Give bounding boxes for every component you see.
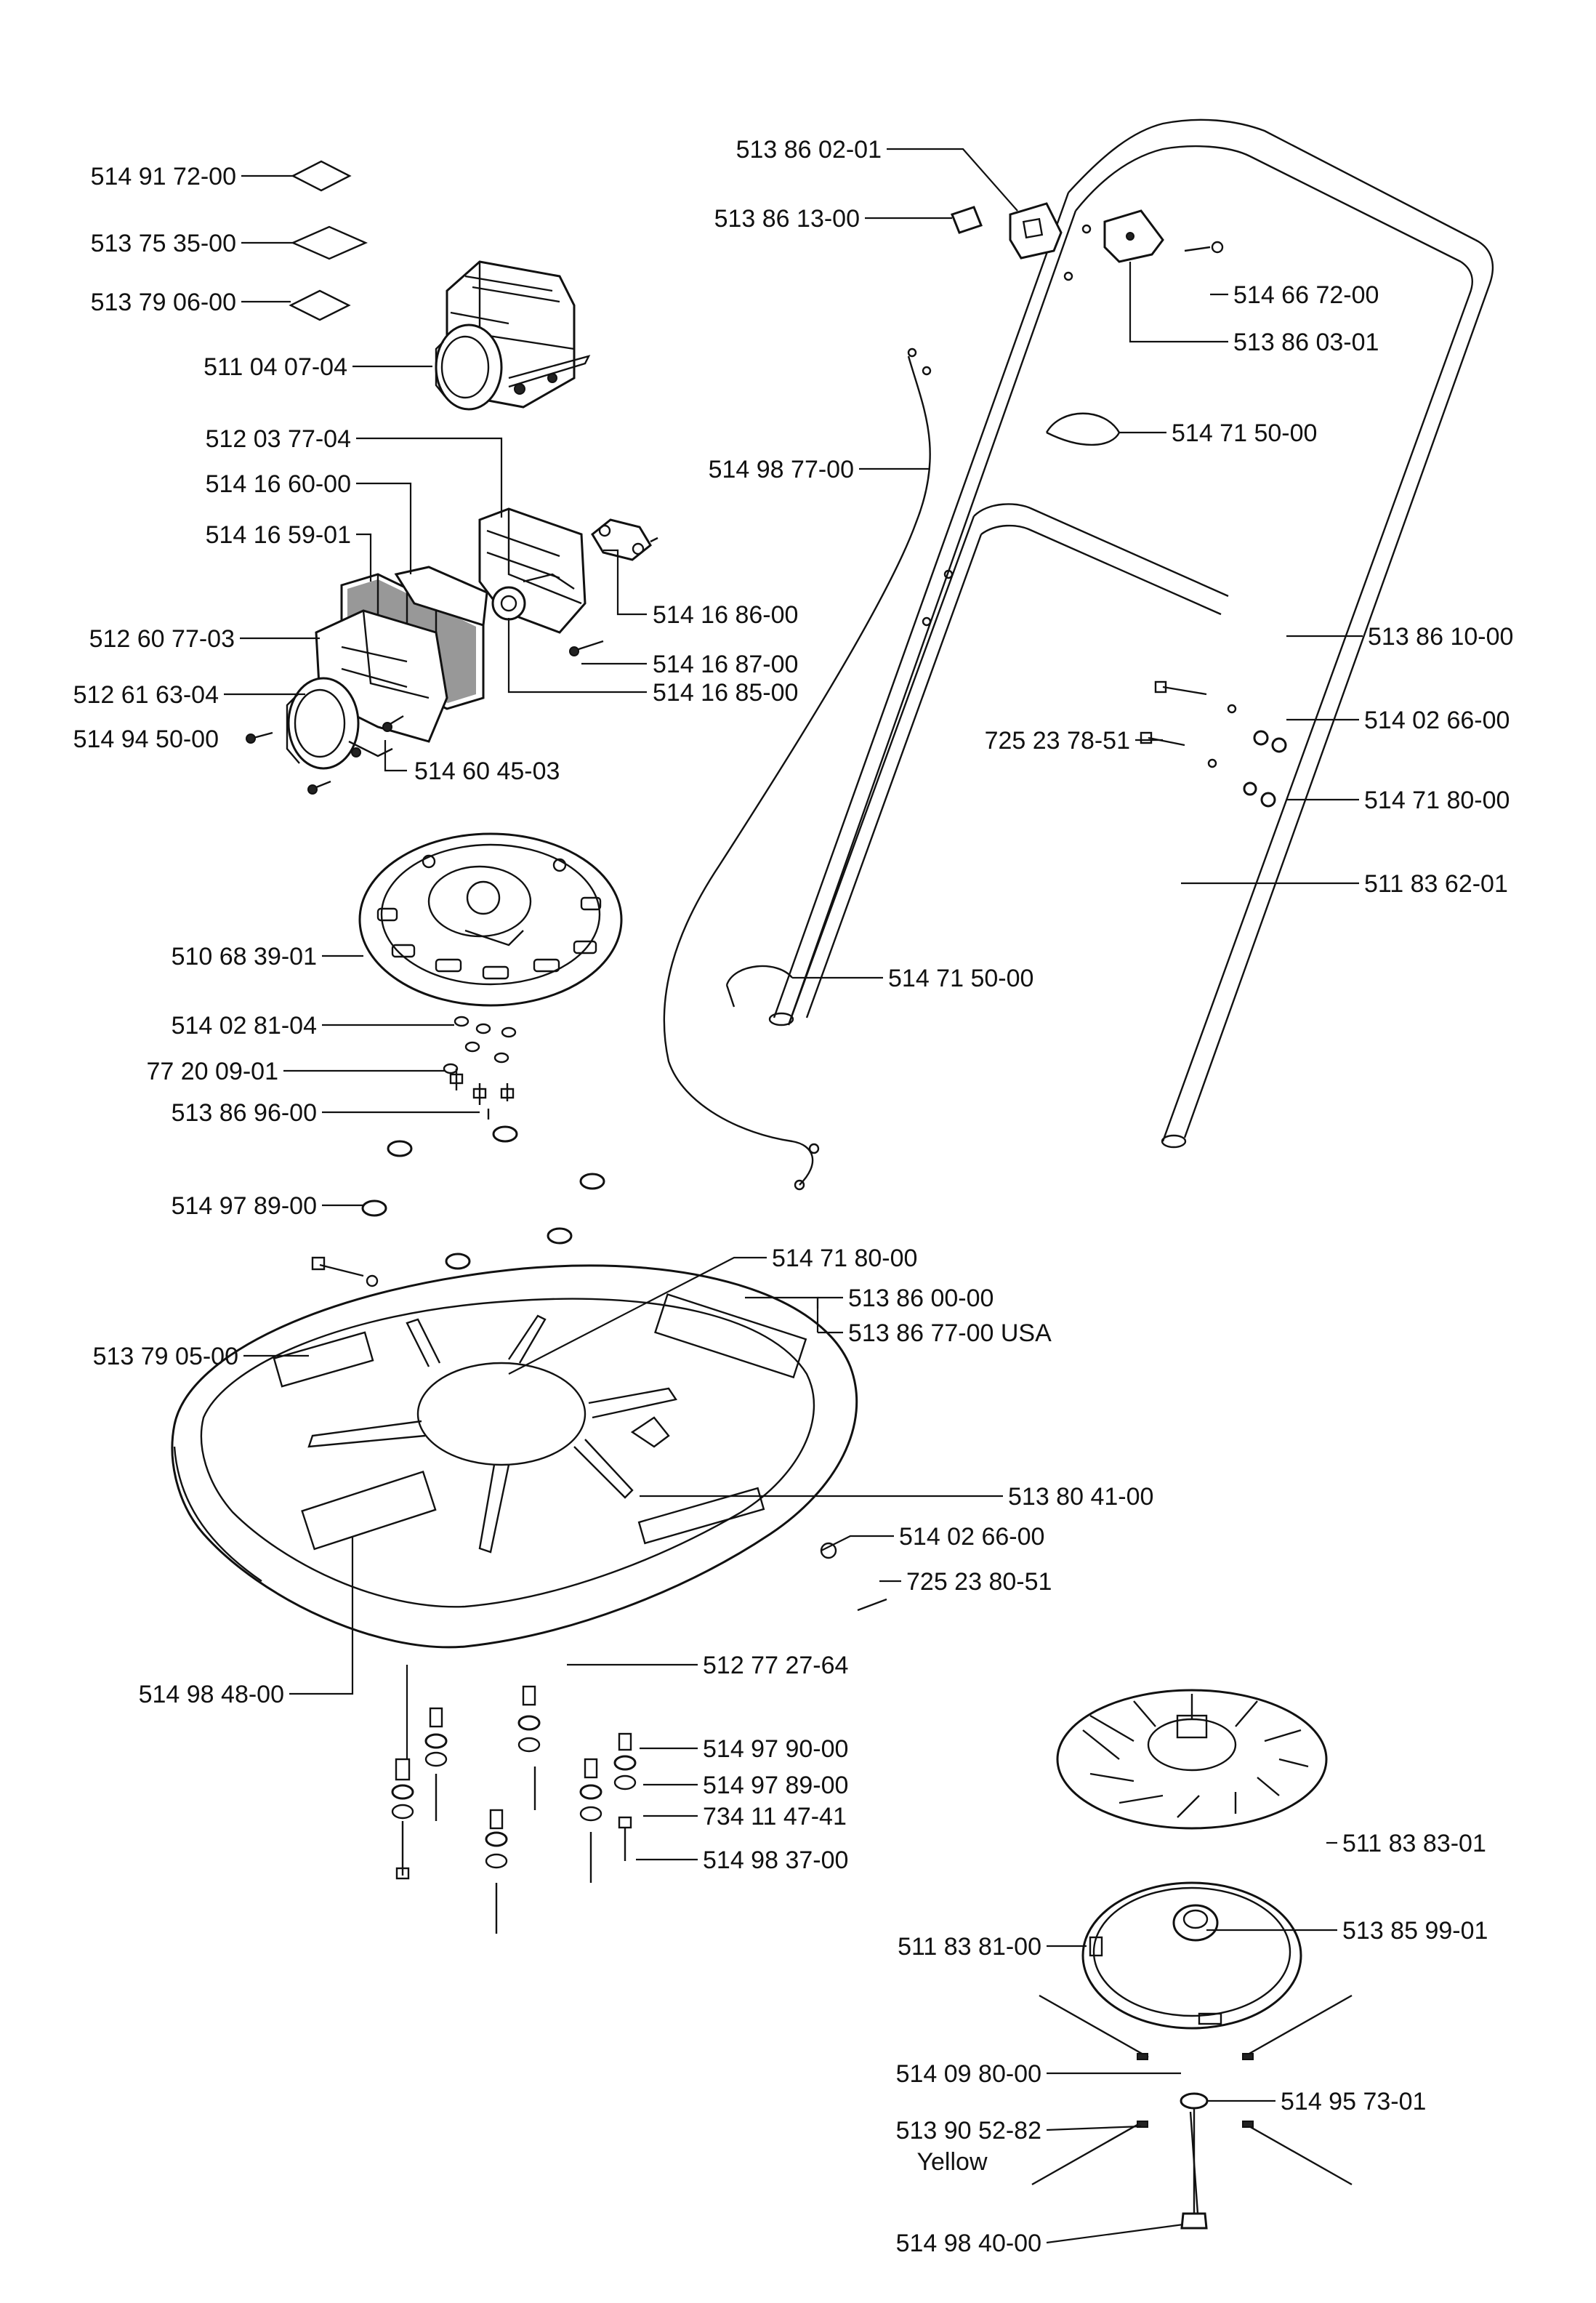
part-label: 725 23 80-51 [906, 1568, 1052, 1596]
part-label: 514 02 66-00 [899, 1523, 1044, 1551]
part-label: 510 68 39-01 [172, 943, 317, 970]
part-label: 514 66 72-00 [1233, 281, 1379, 309]
part-label: 511 83 62-01 [1364, 870, 1508, 898]
part-label: 514 16 87-00 [653, 651, 798, 678]
part-label: 511 04 07-04 [203, 353, 347, 381]
part-labels: 514 91 72-00 513 75 35-00 513 79 06-00 5… [73, 136, 1514, 2257]
part-label: 512 77 27-64 [703, 1652, 848, 1679]
part-label: 514 60 45-03 [414, 757, 560, 785]
part-label: 514 97 90-00 [703, 1735, 848, 1763]
part-label: Yellow [916, 2148, 987, 2176]
part-label: 734 11 47-41 [703, 1803, 847, 1830]
part-label: 514 98 77-00 [709, 456, 854, 483]
part-label: 513 79 05-00 [93, 1343, 238, 1370]
part-label: 514 98 40-00 [896, 2230, 1041, 2257]
part-label: 512 60 77-03 [89, 625, 235, 653]
part-label: 513 86 77-00 USA [848, 1319, 1052, 1347]
hood-drawing [171, 1264, 858, 1649]
part-label: 725 23 78-51 [985, 727, 1130, 755]
impeller-drawing [1056, 1689, 1328, 1830]
part-label: 511 83 81-00 [898, 1933, 1041, 1961]
part-label: 514 71 50-00 [1172, 419, 1317, 447]
motor-drawing [435, 260, 591, 411]
part-label: 514 02 66-00 [1364, 707, 1510, 734]
part-label: 514 16 85-00 [653, 679, 798, 707]
part-label: 512 61 63-04 [73, 681, 219, 709]
gasket-drawing [591, 518, 658, 561]
part-label: 511 83 83-01 [1342, 1830, 1486, 1857]
part-label: 513 86 02-01 [736, 136, 882, 164]
part-label: 512 03 77-04 [206, 425, 351, 453]
part-label: 514 98 37-00 [703, 1846, 848, 1874]
part-label: 514 71 80-00 [772, 1245, 917, 1272]
part-label: 513 85 99-01 [1342, 1917, 1488, 1945]
part-drawings [171, 118, 1494, 2230]
handle-drawing [768, 118, 1494, 1149]
part-label: 514 16 86-00 [653, 601, 798, 629]
part-label: 514 71 50-00 [888, 965, 1033, 992]
part-label: 513 86 10-00 [1368, 623, 1513, 651]
part-label: 513 86 13-00 [714, 205, 860, 233]
part-label: 77 20 09-01 [147, 1058, 279, 1085]
fan-hub-drawing [1081, 1881, 1302, 2030]
part-label: 513 86 96-00 [172, 1099, 317, 1127]
part-label: 513 90 52-82 [896, 2117, 1041, 2145]
part-label: 513 79 06-00 [91, 289, 236, 316]
part-label: 514 98 48-00 [139, 1681, 284, 1708]
part-label: 513 86 00-00 [848, 1285, 994, 1312]
part-label: 514 16 60-00 [206, 470, 351, 498]
part-label: 514 91 72-00 [91, 163, 236, 190]
part-label: 514 02 81-04 [172, 1012, 317, 1040]
part-label: 514 71 80-00 [1364, 787, 1510, 814]
part-label: 514 97 89-00 [172, 1192, 317, 1220]
part-label: 513 86 03-01 [1233, 329, 1379, 356]
feet-hardware-drawing [391, 1542, 887, 1934]
motor-housing-drawing [286, 609, 448, 770]
small-hardware-drawing [311, 1016, 605, 1287]
part-label: 514 09 80-00 [896, 2060, 1041, 2088]
part-label: 514 95 73-01 [1281, 2088, 1426, 2115]
part-label: 513 80 41-00 [1008, 1483, 1153, 1511]
part-label: 514 97 89-00 [703, 1772, 848, 1799]
part-label: 513 75 35-00 [91, 230, 236, 257]
housing-drawing [478, 507, 587, 634]
part-label: 514 16 59-01 [206, 521, 351, 549]
leader-lines [224, 148, 1363, 2244]
mounting-plate-drawing [358, 832, 623, 1007]
part-label: 514 94 50-00 [73, 726, 219, 753]
